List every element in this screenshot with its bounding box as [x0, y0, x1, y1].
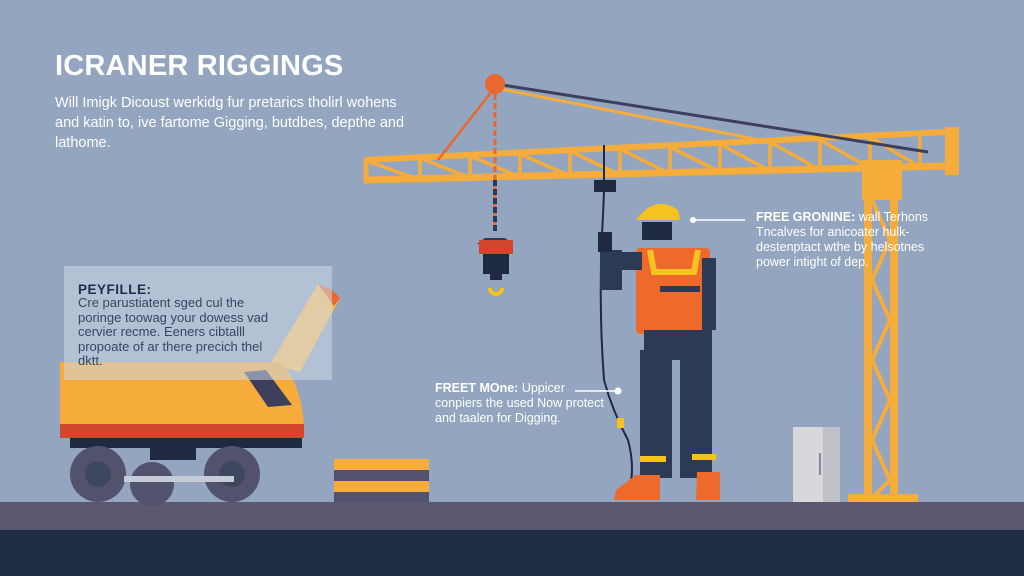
crane-icon — [363, 74, 959, 502]
callout-text: Uppicer conpiers the used Now protect an… — [435, 381, 604, 425]
intro-text: Will Imigk Dicoust werkidg fur pretarics… — [55, 95, 405, 151]
callout-label: FREET MOne: — [435, 381, 519, 395]
callout-controls: FREET MOne: Uppicer conpiers the used No… — [435, 381, 605, 426]
page-title: ICRANER RIGGINGS — [55, 50, 344, 82]
info-panel — [64, 266, 332, 380]
pendant-control-icon — [594, 145, 633, 496]
info-panel-title: PEYFILLE: — [78, 282, 152, 297]
callout-safety: FREE GRONINE: wall Terhons Tncalves for … — [756, 210, 956, 270]
cabinet-icon — [793, 427, 840, 502]
info-panel-body: Cre parustiatent sged cul the poringe to… — [78, 295, 269, 368]
callout-text: wall Terhons Tncalves for anicoater hulk… — [756, 210, 929, 269]
callout-label: FREE GRONINE: — [756, 210, 856, 224]
callout-pointer — [575, 217, 745, 395]
ground-strip — [0, 502, 1024, 531]
crate-icon — [334, 459, 429, 502]
ground-base — [0, 530, 1024, 576]
hook-icon — [477, 94, 513, 296]
worker-icon — [598, 204, 720, 500]
